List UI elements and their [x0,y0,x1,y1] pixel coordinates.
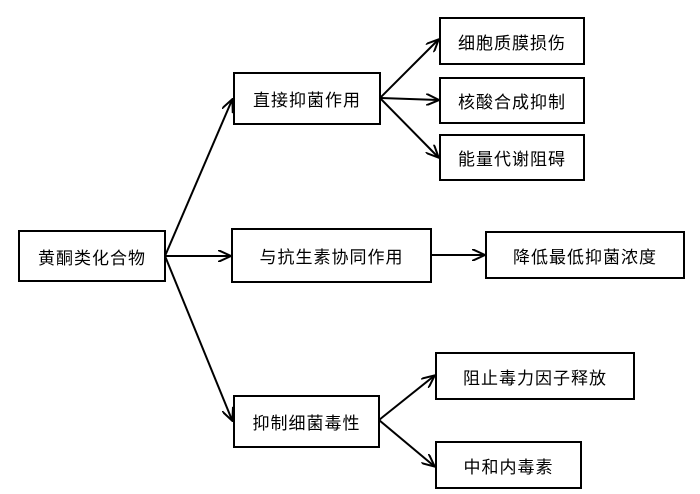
root-node: 黄酮类化合物 [18,230,166,282]
leaf-energy-metabolism: 能量代谢阻碍 [439,134,585,181]
arrow-direct-to-membrane [379,40,438,99]
arrow-root-to-direct [164,100,232,257]
arrow-direct-to-nucleic [379,98,438,100]
leaf-membrane-damage: 细胞质膜损伤 [439,17,585,65]
branch-antibiotic-synergy: 与抗生素协同作用 [231,228,432,283]
arrow-direct-to-energy [379,97,438,157]
leaf-block-virulence-release: 阻止毒力因子释放 [435,352,635,400]
arrow-toxicity-to-endotoxin [378,419,434,466]
arrow-toxicity-to-virulence [378,376,434,421]
leaf-nucleic-acid-inhibition: 核酸合成抑制 [439,77,585,124]
branch-inhibit-toxicity: 抑制细菌毒性 [233,395,380,448]
leaf-lower-mic: 降低最低抑菌浓度 [485,231,685,279]
leaf-neutralize-endotoxin: 中和内毒素 [435,441,582,489]
branch-direct-antibacterial: 直接抑菌作用 [233,72,381,125]
arrow-root-to-toxicity [164,255,232,420]
